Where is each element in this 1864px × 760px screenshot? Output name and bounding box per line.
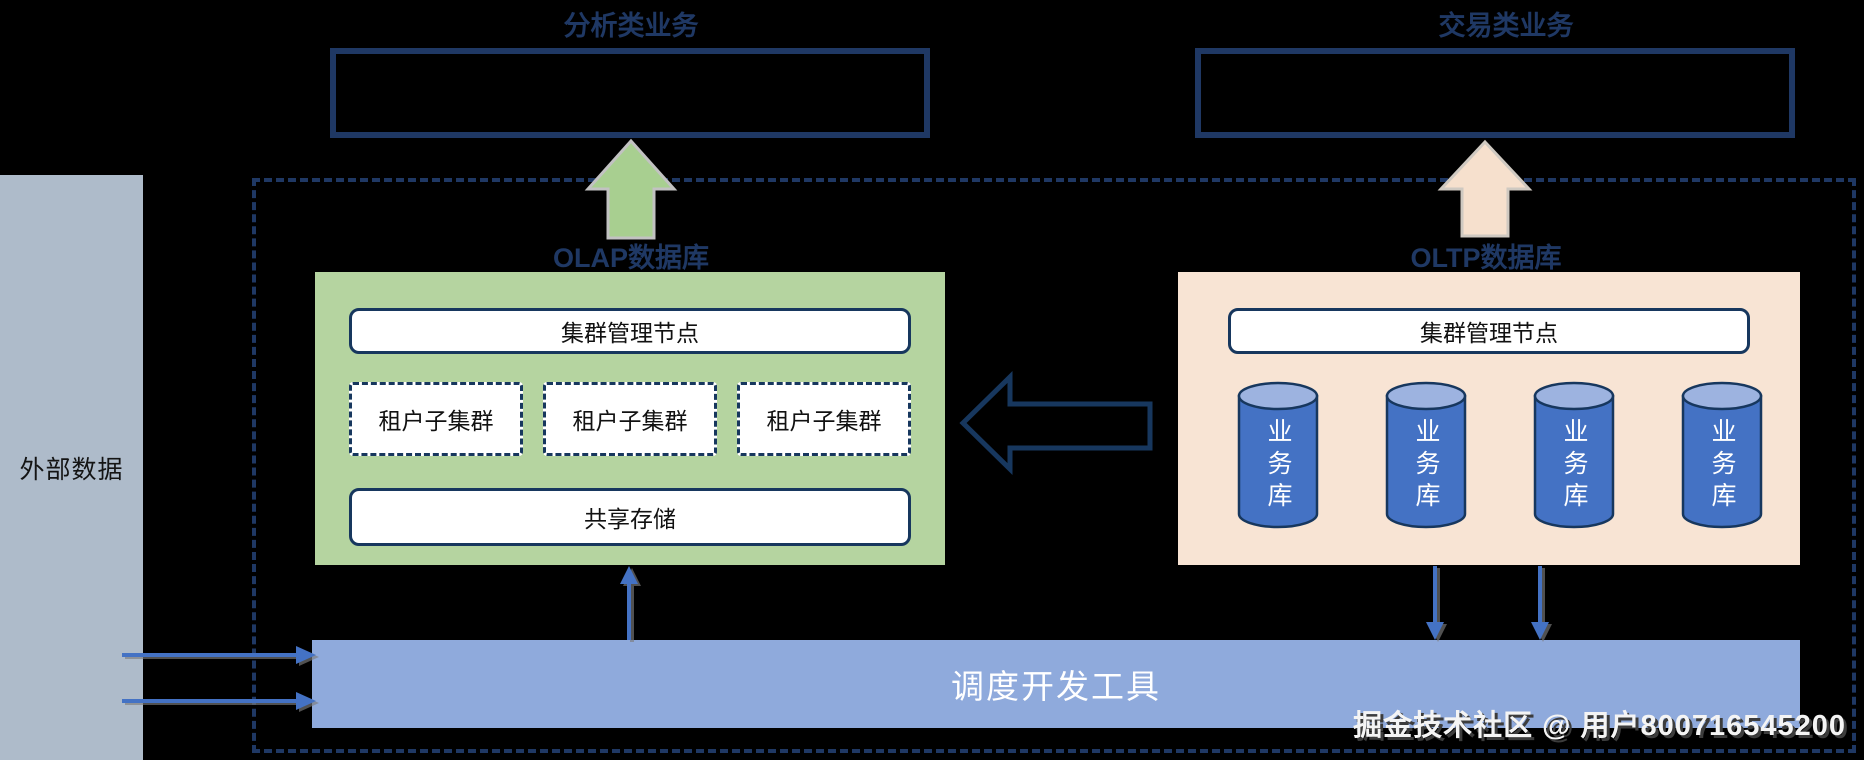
external-data-panel: 外部数据 bbox=[0, 175, 143, 760]
shared-storage-label: 共享存储 bbox=[584, 506, 676, 532]
business-db-cylinder: 业务库 bbox=[1680, 378, 1764, 532]
watermark-text: 掘金技术社区 @ 用户800716545200 bbox=[1353, 710, 1846, 742]
database-cylinder-icon bbox=[1681, 381, 1763, 529]
olap-mgmt-node-box: 集群管理节点 bbox=[349, 308, 911, 354]
oltp-mgmt-node-box: 集群管理节点 bbox=[1228, 308, 1750, 354]
oltp-cluster-box: 集群管理节点 业务库 业务库 业务库 bbox=[1178, 272, 1800, 565]
database-cylinder-icon bbox=[1533, 381, 1615, 529]
analysis-business-label: 分析类业务 bbox=[563, 11, 699, 41]
business-db-label: 业务库 bbox=[1708, 418, 1736, 514]
tenant-subcluster-label: 租户子集群 bbox=[572, 408, 688, 434]
business-db-label: 业务库 bbox=[1560, 418, 1588, 514]
oltp-database-label: OLTP数据库 bbox=[1410, 243, 1562, 273]
analysis-business-box bbox=[330, 48, 930, 138]
business-db-cylinder: 业务库 bbox=[1532, 378, 1616, 532]
database-cylinder-icon bbox=[1237, 381, 1319, 529]
scheduler-dev-tool-bar: 调度开发工具 bbox=[312, 640, 1800, 728]
olap-mgmt-node-label: 集群管理节点 bbox=[561, 320, 699, 346]
scheduler-dev-tool-label: 调度开发工具 bbox=[951, 668, 1161, 705]
transaction-business-box bbox=[1195, 48, 1795, 138]
tenant-subcluster-box: 租户子集群 bbox=[737, 382, 911, 456]
tenant-subcluster-label: 租户子集群 bbox=[378, 408, 494, 434]
tenant-subcluster-label: 租户子集群 bbox=[766, 408, 882, 434]
olap-database-label: OLAP数据库 bbox=[552, 243, 709, 273]
transaction-business-label: 交易类业务 bbox=[1438, 11, 1574, 41]
business-db-label: 业务库 bbox=[1412, 418, 1440, 514]
database-cylinder-icon bbox=[1385, 381, 1467, 529]
oltp-mgmt-node-label: 集群管理节点 bbox=[1420, 320, 1558, 346]
tenant-subcluster-box: 租户子集群 bbox=[543, 382, 717, 456]
shared-storage-box: 共享存储 bbox=[349, 488, 911, 546]
olap-cluster-box: 集群管理节点 租户子集群 租户子集群 租户子集群 共享存储 bbox=[315, 272, 945, 565]
business-db-label: 业务库 bbox=[1264, 418, 1292, 514]
business-db-cylinder: 业务库 bbox=[1236, 378, 1320, 532]
platform-boundary-box bbox=[252, 178, 1856, 753]
business-db-cylinder: 业务库 bbox=[1384, 378, 1468, 532]
external-data-label: 外部数据 bbox=[19, 455, 124, 484]
tenant-subcluster-box: 租户子集群 bbox=[349, 382, 523, 456]
